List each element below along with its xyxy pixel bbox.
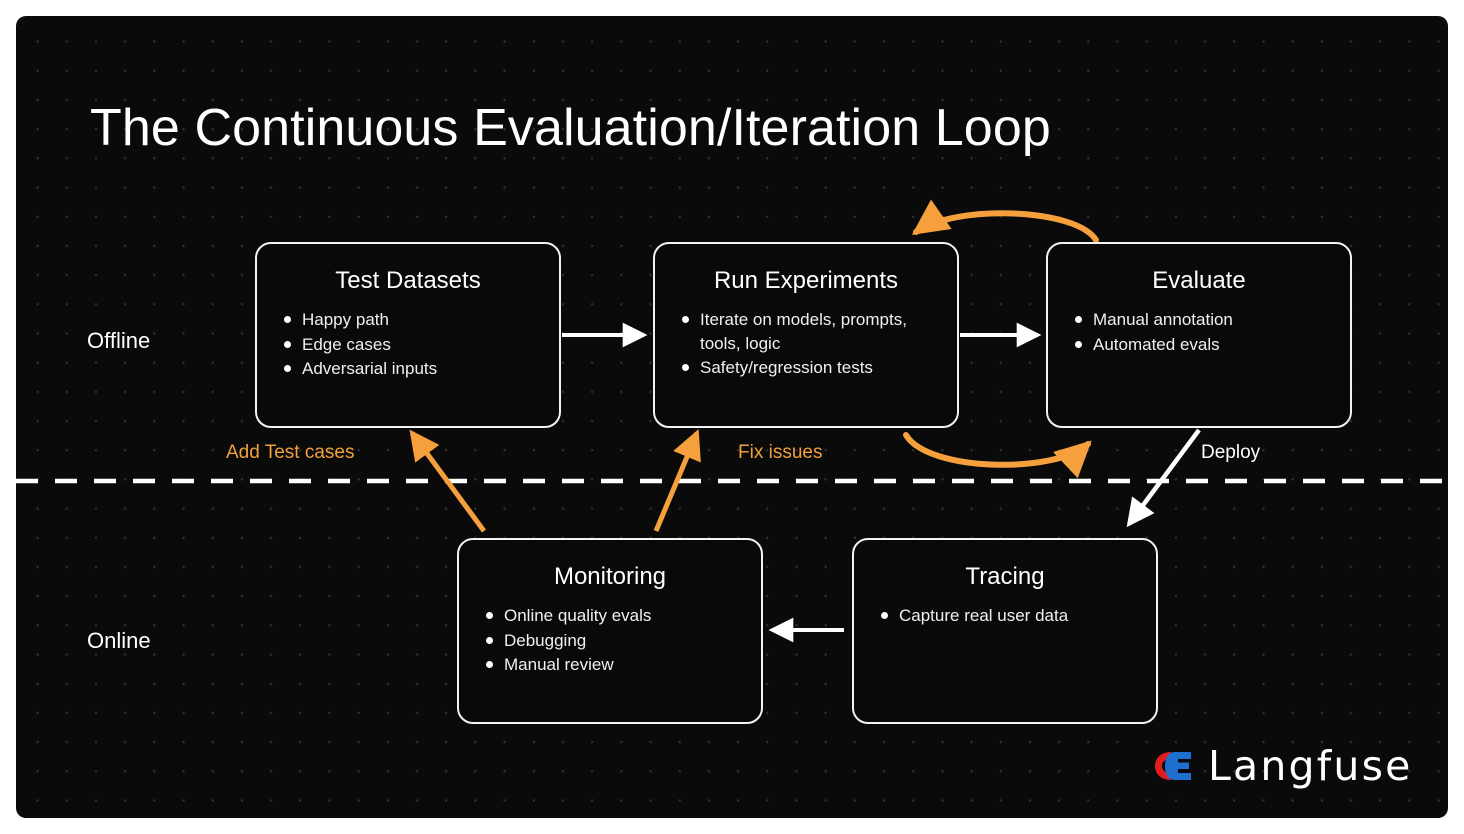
- list-item: Capture real user data: [880, 604, 1142, 627]
- node-bullet-list: Happy path Edge cases Adversarial inputs: [257, 308, 559, 380]
- node-title: Test Datasets: [335, 267, 481, 294]
- node-title: Monitoring: [553, 563, 667, 590]
- langfuse-wordmark: Langfuse: [1208, 742, 1413, 790]
- list-item: Automated evals: [1074, 333, 1336, 356]
- node-title: Tracing: [965, 563, 1045, 590]
- edge-label-fix-issues: Fix issues: [738, 442, 823, 463]
- connector-layer: [16, 199, 1448, 643]
- node-test-datasets[interactable]: Test Datasets Happy path Edge cases Adve…: [255, 242, 561, 428]
- list-item: Online quality evals: [485, 604, 747, 627]
- edge-evaluate-to-run-curve: [911, 199, 1099, 243]
- edge-monitoring-to-run-experiments: [653, 429, 701, 532]
- list-item: Manual annotation: [1074, 308, 1336, 331]
- list-item: Manual review: [485, 653, 747, 676]
- node-tracing[interactable]: Tracing Capture real user data: [852, 538, 1158, 724]
- list-item: Happy path: [283, 308, 545, 331]
- lane-label-online: Online: [87, 628, 151, 653]
- edge-evaluate-to-tracing: [1126, 428, 1201, 528]
- langfuse-mark-icon: [1155, 752, 1191, 780]
- node-bullet-list: Capture real user data: [854, 604, 1156, 627]
- node-title: Run Experiments: [713, 267, 899, 294]
- node-run-experiments[interactable]: Run Experiments Iterate on models, promp…: [653, 242, 959, 428]
- page-title: The Continuous Evaluation/Iteration Loop: [90, 99, 1051, 157]
- list-item: Safety/regression tests: [681, 356, 943, 379]
- edge-monitoring-to-test-datasets: [409, 429, 487, 533]
- node-bullet-list: Manual annotation Automated evals: [1048, 308, 1350, 356]
- diagram-canvas: The Continuous Evaluation/Iteration Loop…: [16, 16, 1448, 818]
- node-bullet-list: Online quality evals Debugging Manual re…: [459, 604, 761, 676]
- list-item: Debugging: [485, 629, 747, 652]
- node-evaluate[interactable]: Evaluate Manual annotation Automated eva…: [1046, 242, 1352, 428]
- lane-label-offline: Offline: [87, 328, 151, 353]
- edge-run-to-evaluate-curve: [903, 432, 1092, 479]
- edge-label-add-test-cases: Add Test cases: [226, 442, 355, 463]
- node-monitoring[interactable]: Monitoring Online quality evals Debuggin…: [457, 538, 763, 724]
- langfuse-logo: Langfuse: [1151, 742, 1413, 790]
- list-item: Iterate on models, prompts, tools, logic: [681, 308, 943, 355]
- node-title: Evaluate: [1152, 267, 1246, 294]
- list-item: Adversarial inputs: [283, 357, 545, 380]
- edge-label-deploy: Deploy: [1201, 442, 1261, 463]
- list-item: Edge cases: [283, 333, 545, 356]
- node-bullet-list: Iterate on models, prompts, tools, logic…: [655, 308, 957, 379]
